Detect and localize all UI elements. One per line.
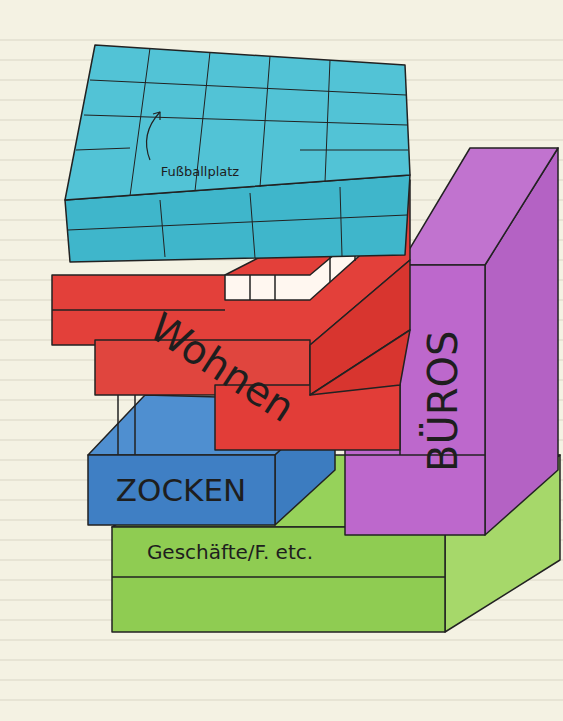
office-label-box: BÜROS — [421, 328, 465, 472]
gaming-label-box: ZOCKEN — [116, 473, 249, 507]
pitch-block — [65, 45, 410, 262]
shops-label-box: Geschäfte/F. etc. — [147, 541, 316, 563]
block-label: Wohnen — [142, 305, 304, 432]
block-label: ZOCKEN — [116, 473, 249, 507]
pitch-label-box: Fußballplatz — [161, 165, 242, 179]
block-label: BÜROS — [421, 328, 465, 472]
housing-label-box: Wohnen — [142, 305, 304, 432]
paper-lines — [0, 40, 563, 700]
block-label: Fußballplatz — [161, 165, 242, 179]
block-label: Geschäfte/F. etc. — [147, 541, 316, 563]
